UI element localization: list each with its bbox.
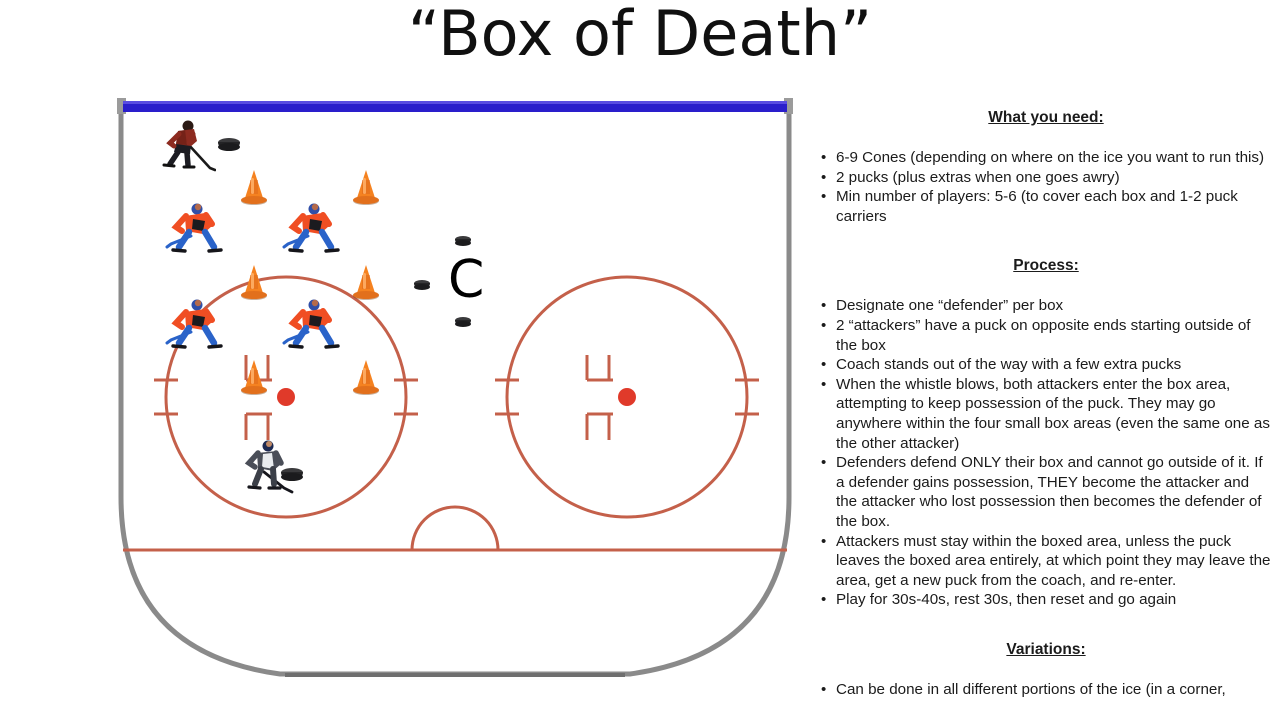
rink-surface-svg — [110, 92, 800, 702]
cone-mid-right — [353, 265, 379, 299]
rink-diagram: C — [110, 92, 800, 702]
spacer — [818, 226, 1274, 256]
puck-bottom-face — [281, 473, 303, 481]
puck-attacker-bottom — [281, 468, 303, 482]
cone-body — [245, 265, 263, 293]
cone-highlight — [363, 178, 366, 194]
player-attacker-navy-bottom — [238, 436, 300, 498]
list-item: 6-9 Cones (depending on where on the ice… — [818, 148, 1274, 168]
cone-highlight — [251, 273, 254, 289]
list-item: When the whistle blows, both attackers e… — [818, 375, 1274, 453]
what-you-need-heading: What you need: — [988, 109, 1104, 126]
what-you-need-list: 6-9 Cones (depending on where on the ice… — [818, 148, 1274, 226]
coach-marker: C — [448, 250, 485, 310]
page-title: “Box of Death” — [407, 0, 873, 70]
player-defender-2 — [282, 200, 348, 262]
puck-coach-left — [414, 280, 430, 291]
process-list: Designate one “defender” per box 2 “atta… — [818, 296, 1274, 610]
variations-list: Can be done in all different portions of… — [818, 680, 1274, 700]
cone-base — [241, 291, 267, 299]
cone-highlight — [251, 178, 254, 194]
player-defender-4 — [282, 296, 348, 358]
cone-bottom-left — [241, 360, 267, 394]
player-defender-1 — [165, 200, 231, 262]
process-heading: Process: — [1013, 257, 1079, 275]
player-defender-3 — [165, 296, 231, 358]
cone-mid-left — [241, 265, 267, 299]
list-item: Play for 30s-40s, rest 30s, then reset a… — [818, 590, 1274, 610]
cone-base — [241, 386, 267, 394]
cone-base — [241, 196, 267, 204]
cone-highlight — [363, 368, 366, 384]
list-item: Defenders defend ONLY their box and cann… — [818, 453, 1274, 531]
list-item: Can be done in all different portions of… — [818, 680, 1274, 700]
cone-body — [357, 265, 375, 293]
puck-bottom-face — [455, 321, 471, 327]
cone-base — [353, 386, 379, 394]
puck-bottom-face — [455, 240, 471, 246]
spacer — [818, 610, 1274, 640]
puck-bottom-face — [218, 143, 240, 151]
puck-bottom-face — [414, 284, 430, 290]
puck-coach-below — [455, 317, 471, 328]
cone-top-left — [241, 170, 267, 204]
spacer — [818, 660, 1274, 680]
cone-body — [245, 170, 263, 198]
list-item: Coach stands out of the way with a few e… — [818, 355, 1274, 375]
spacer — [818, 128, 1274, 148]
spacer — [818, 276, 1274, 296]
cone-base — [353, 196, 379, 204]
list-item: Min number of players: 5-6 (to cover eac… — [818, 187, 1274, 226]
cone-base — [353, 291, 379, 299]
list-item: 2 “attackers” have a puck on opposite en… — [818, 316, 1274, 355]
puck-attacker-top — [218, 138, 240, 152]
cone-body — [357, 360, 375, 388]
cone-bottom-right — [353, 360, 379, 394]
cone-highlight — [363, 273, 366, 289]
cone-body — [245, 360, 263, 388]
cone-highlight — [251, 368, 254, 384]
variations-heading: Variations: — [1006, 640, 1086, 658]
notes-column: What you need: 6-9 Cones (depending on w… — [818, 108, 1274, 699]
cone-body — [357, 170, 375, 198]
list-item: Attackers must stay within the boxed are… — [818, 532, 1274, 591]
puck-coach-above — [455, 236, 471, 247]
player-attacker-dark-top — [158, 118, 216, 174]
cone-top-right — [353, 170, 379, 204]
list-item: Designate one “defender” per box — [818, 296, 1274, 316]
list-item: 2 pucks (plus extras when one goes awry) — [818, 168, 1274, 188]
